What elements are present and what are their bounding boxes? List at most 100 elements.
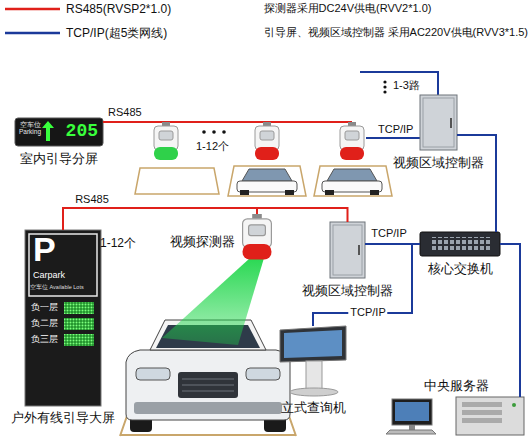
upper-wires xyxy=(383,80,386,83)
cable xyxy=(63,208,257,230)
server-body xyxy=(409,425,415,430)
small-cars xyxy=(285,190,294,195)
floor-name: 负一层 xyxy=(31,302,58,314)
kiosk-body xyxy=(284,330,342,358)
video-detector-camera xyxy=(243,214,272,260)
kiosk-body xyxy=(290,388,338,396)
video-detector: 视频探测器 xyxy=(243,214,271,260)
server-body xyxy=(512,403,516,407)
legend-samples xyxy=(5,8,60,11)
device-label: 立式查询机 xyxy=(281,400,346,416)
channel-count: 1-3路 xyxy=(393,79,420,92)
core-switch-body xyxy=(430,237,490,251)
kiosk-body xyxy=(280,326,346,362)
big-car xyxy=(178,372,238,398)
power-note: 引导屏、视频区域控制器 采用AC220V供电(RVV3*1.5) xyxy=(264,26,528,39)
device-label: 视频区域控制器 xyxy=(302,283,393,299)
controller-cabinets xyxy=(423,98,454,147)
sign-caption: 空车位 Available Lots xyxy=(30,284,84,291)
outdoor-sign-body xyxy=(64,334,94,346)
device-label: 中央服务器 xyxy=(424,378,489,394)
small-cars xyxy=(237,169,382,195)
vacancy-count: 205 xyxy=(66,120,98,143)
big-car xyxy=(182,379,234,391)
core-switch-body xyxy=(420,232,500,256)
server-body xyxy=(456,397,524,435)
small-cars xyxy=(327,169,377,181)
kiosk-body xyxy=(280,326,346,396)
cable xyxy=(257,208,348,222)
big-car xyxy=(136,368,170,380)
upper-wires xyxy=(383,90,386,93)
server-body xyxy=(386,430,436,434)
screen-caption: 空车位 Parking xyxy=(17,121,43,136)
server-body xyxy=(395,402,429,421)
server-body xyxy=(462,402,502,407)
core-switch: 核心交换机 xyxy=(420,232,500,256)
legend-text: RS485(RVSP2*1.0) xyxy=(66,2,171,16)
small-cars xyxy=(242,169,292,181)
detector-beam xyxy=(162,258,264,345)
controller-cabinets xyxy=(358,245,360,255)
controller-cabinets xyxy=(450,118,452,128)
upper-cameras xyxy=(255,122,279,160)
upper-wires xyxy=(103,121,352,123)
server-body xyxy=(462,418,502,423)
bus-label: RS485 xyxy=(108,106,142,119)
floor-name: 负二层 xyxy=(31,318,58,330)
server-body xyxy=(386,397,524,435)
upper-wires xyxy=(212,130,216,134)
parking-slots xyxy=(228,166,306,196)
controller-cabinets xyxy=(420,95,457,150)
server-body xyxy=(462,410,502,415)
outdoor-sign-body xyxy=(64,302,94,314)
upper-wires xyxy=(360,72,438,95)
indoor-screen-body xyxy=(15,118,103,146)
query-kiosk: 立式查询机 xyxy=(278,326,348,396)
bus-label: RS485 xyxy=(73,193,111,206)
small-cars xyxy=(370,190,379,195)
upper-wires xyxy=(222,130,226,134)
upper-wires xyxy=(366,137,420,139)
big-car xyxy=(246,368,280,380)
outdoor-sign-body xyxy=(64,318,94,330)
floor-name: 负三层 xyxy=(31,334,58,346)
outdoor-sign-body xyxy=(64,318,94,330)
kiosk-body xyxy=(306,361,322,391)
cable xyxy=(457,135,496,232)
outdoor-sign-body xyxy=(64,302,94,314)
legend-text: TCP/IP(超5类网线) xyxy=(66,26,167,40)
central-server: 中央服务器 xyxy=(386,397,526,435)
outdoor-sign-body xyxy=(25,230,101,406)
small-cars xyxy=(325,190,334,195)
upper-cameras xyxy=(154,122,364,160)
sign-word: Carpark xyxy=(33,270,65,281)
indoor-screen-body xyxy=(42,121,54,141)
controller-cabinets xyxy=(333,225,362,275)
parking-slots xyxy=(135,168,219,194)
outdoor-guidance-sign: PCarpark空车位 Available Lots负一层负二层负三层户外有线引… xyxy=(25,230,101,406)
bus-label: TCP/IP xyxy=(348,306,387,319)
power-note: 探测器采用DC24V供电(RVV2*1.0) xyxy=(264,2,432,15)
cable xyxy=(500,244,520,397)
big-car xyxy=(134,402,282,414)
device-label: 室内引导分屏 xyxy=(20,151,98,167)
outdoor-sign-body xyxy=(25,230,101,406)
legend-samples xyxy=(5,32,60,35)
device-label: 核心交换机 xyxy=(428,261,493,277)
parking-slots xyxy=(314,166,392,196)
upper-wires xyxy=(202,130,206,134)
indoor-screen-body xyxy=(15,118,103,146)
device-label: 户外有线引导大屏 xyxy=(11,410,115,426)
controller-cabinets xyxy=(330,222,365,278)
device-count: 1-12个 xyxy=(100,236,136,250)
device-label: 视频探测器 xyxy=(170,234,235,250)
area-controller: 视频区域控制器 xyxy=(330,222,365,278)
upper-wires xyxy=(383,85,386,88)
upper-cameras xyxy=(154,122,178,160)
legend-samples xyxy=(5,9,60,33)
device-label: 视频区域控制器 xyxy=(393,155,484,171)
